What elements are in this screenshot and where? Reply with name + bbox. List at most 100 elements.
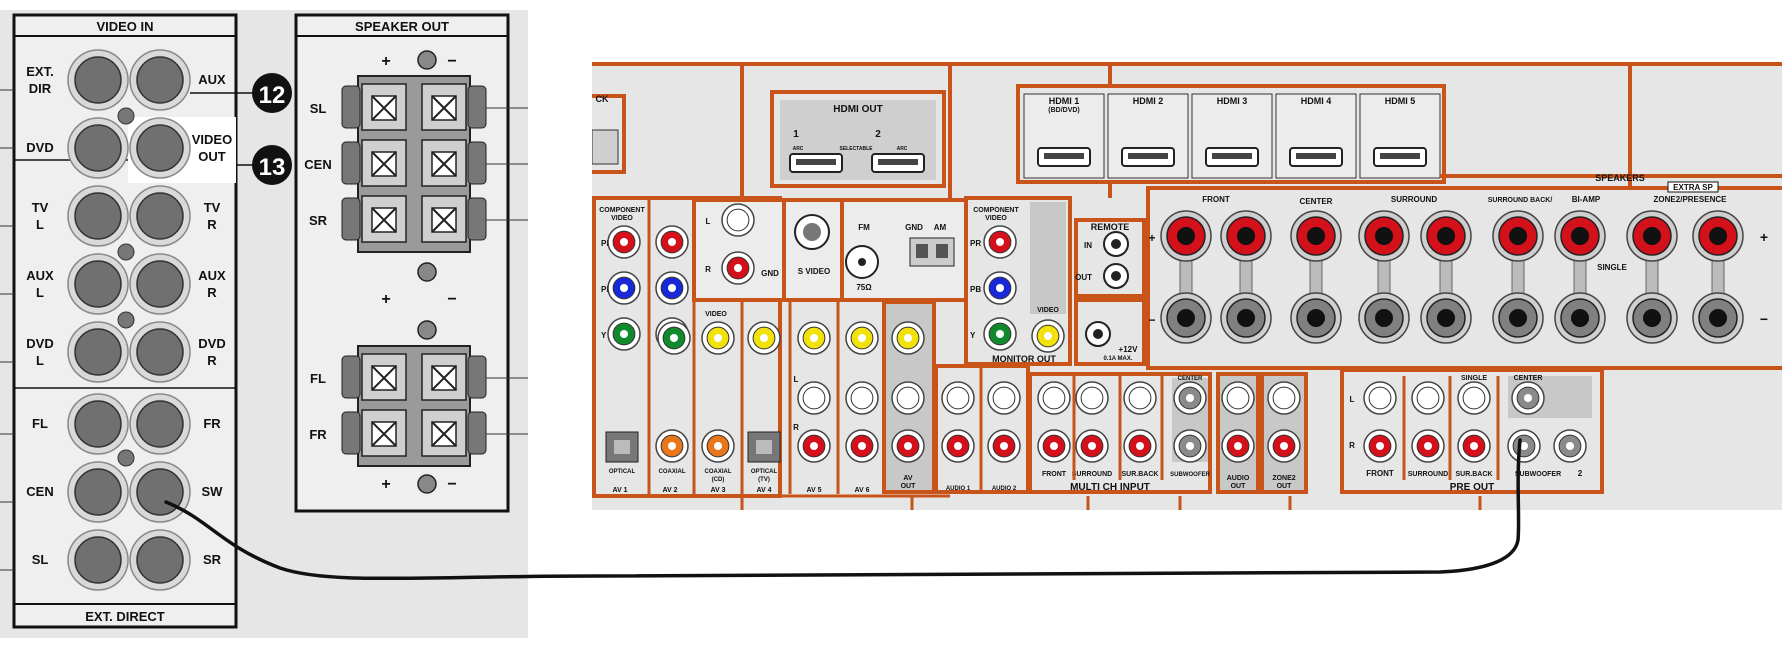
jack-right-label: SW: [202, 484, 224, 499]
component-video-label: VIDEO: [611, 215, 633, 222]
hdmi-in-port-pins: [1380, 153, 1420, 159]
jack-right: [136, 192, 184, 240]
pre-out-surback-label: SUR.BACK: [1456, 471, 1493, 478]
gnd-label: GND: [761, 269, 779, 278]
audio-out-label: AUDIO: [1227, 475, 1250, 482]
speaker-channel-label: CEN: [304, 157, 331, 172]
component-jack-pin: [668, 238, 676, 246]
audio-jack-r-pin: [810, 442, 818, 450]
av-label: AV 3: [710, 487, 725, 494]
component-row-label: PB: [601, 285, 612, 294]
jack-left-label: EXT.: [26, 64, 53, 79]
l-mark: L: [706, 217, 711, 226]
audio-in-jack-r-pin: [954, 442, 962, 450]
speaker-terminal-minus-hole: [1709, 309, 1727, 327]
pre-out-sub2-jack-pin: [1566, 442, 1574, 450]
terminal-cross: [431, 365, 457, 391]
hdmi-out-port-2-pins: [878, 159, 918, 165]
jack-left-label: L: [36, 353, 44, 368]
pre-out-jack-r-pin: [1376, 442, 1384, 450]
component-jack-pin: [620, 284, 628, 292]
multich-surround-label: SURROUND: [1072, 471, 1112, 478]
speaker-channel-label: SL: [310, 101, 327, 116]
plus-sign: +: [381, 53, 390, 70]
terminal-tab-left: [341, 411, 361, 455]
speaker-out-title: SPEAKER OUT: [355, 19, 449, 34]
pre-out-jack-l-pin: [1376, 394, 1384, 402]
jack-left: [74, 56, 122, 104]
pre-out-jack-r-pin: [1470, 442, 1478, 450]
monitor-component-jack-pin: [996, 284, 1004, 292]
jack-left: [74, 124, 122, 172]
screw: [417, 320, 437, 340]
subwoofer-cable: [164, 438, 1522, 581]
hdmi-in-port-pins: [1296, 153, 1336, 159]
jack-right-label: OUT: [198, 149, 226, 164]
optical-tv-jack-core: [756, 440, 772, 454]
optical-tv-label: (TV): [758, 477, 770, 483]
audio-out-label: OUT: [1231, 483, 1247, 490]
callout-13-label: 13: [259, 154, 286, 181]
av-label: AV 1: [612, 487, 627, 494]
speakers-center-label: CENTER: [1300, 197, 1333, 206]
pre-out-front-label: FRONT: [1366, 469, 1394, 478]
av-label: AV 6: [854, 487, 869, 494]
av-label: AV 5: [806, 487, 821, 494]
multich-jack-r-pin: [1088, 442, 1096, 450]
ground-screw: [117, 449, 135, 467]
audio-jack-l-pin: [858, 394, 866, 402]
zone2-out-label: ZONE2: [1272, 475, 1295, 482]
jack-left-label: L: [36, 217, 44, 232]
composite-video-jack-pin: [858, 334, 866, 342]
monitor-row-label: PB: [970, 285, 981, 294]
optical-tv-label: OPTICAL: [751, 469, 778, 475]
component-jack-pin: [668, 284, 676, 292]
jack-right-label: TV: [204, 200, 221, 215]
speaker-terminal-minus-hole: [1509, 309, 1527, 327]
ground-screw: [117, 107, 135, 125]
hdmi-in-label: HDMI 4: [1301, 96, 1332, 106]
ground-screw: [117, 311, 135, 329]
multich-center-jack-pin: [1186, 394, 1194, 402]
terminal-tab-left: [341, 355, 361, 399]
remote-in-label: IN: [1084, 241, 1092, 250]
pre-out-subwoofer-label: SUBWOOFER: [1515, 471, 1561, 478]
multich-jack-r-pin: [1050, 442, 1058, 450]
pre-out-jack-l-pin: [1470, 394, 1478, 402]
pre-out-title: PRE OUT: [1450, 482, 1494, 493]
speaker-terminal-minus-hole: [1307, 309, 1325, 327]
hdmi-in-label: HDMI 1: [1049, 96, 1080, 106]
jack-right-label: R: [207, 217, 217, 232]
speakers-surround-back-label: SURROUND BACK/: [1488, 197, 1553, 204]
multich-jack-r-pin: [1136, 442, 1144, 450]
monitor-video-jack-pin: [1044, 332, 1052, 340]
jack-left: [74, 468, 122, 516]
terminal-cross: [371, 151, 397, 177]
selectable-label: SELECTABLE: [840, 146, 874, 152]
audio-jack-l-pin: [810, 394, 818, 402]
multich-input-label: MULTI CH INPUT: [1070, 482, 1150, 493]
av-out-l-jack-pin: [904, 394, 912, 402]
speaker-terminal-plus-hole: [1643, 227, 1661, 245]
speaker-terminal-plus-hole: [1709, 227, 1727, 245]
screw: [417, 474, 437, 494]
terminal-cross: [431, 151, 457, 177]
monitor-component-jack-pin: [996, 330, 1004, 338]
partial-connector: [592, 129, 619, 165]
audio-in-label: AUDIO 1: [946, 486, 971, 492]
monitor-out-label: MONITOR OUT: [992, 354, 1056, 364]
hdmi-in-port-pins: [1128, 153, 1168, 159]
plus-sign: +: [381, 291, 390, 308]
terminal-tab-right: [467, 411, 487, 455]
fm-label: FM: [858, 223, 870, 232]
jack-right: [136, 260, 184, 308]
jack-left: [74, 536, 122, 584]
audio-in-jack-l-pin: [954, 394, 962, 402]
fm-jack-core: [858, 258, 866, 266]
ground-screw: [117, 243, 135, 261]
jack-left-label: L: [36, 285, 44, 300]
speaker-terminal-minus-hole: [1375, 309, 1393, 327]
jack-right-label: R: [207, 353, 217, 368]
jack-right-label: FR: [203, 416, 221, 431]
